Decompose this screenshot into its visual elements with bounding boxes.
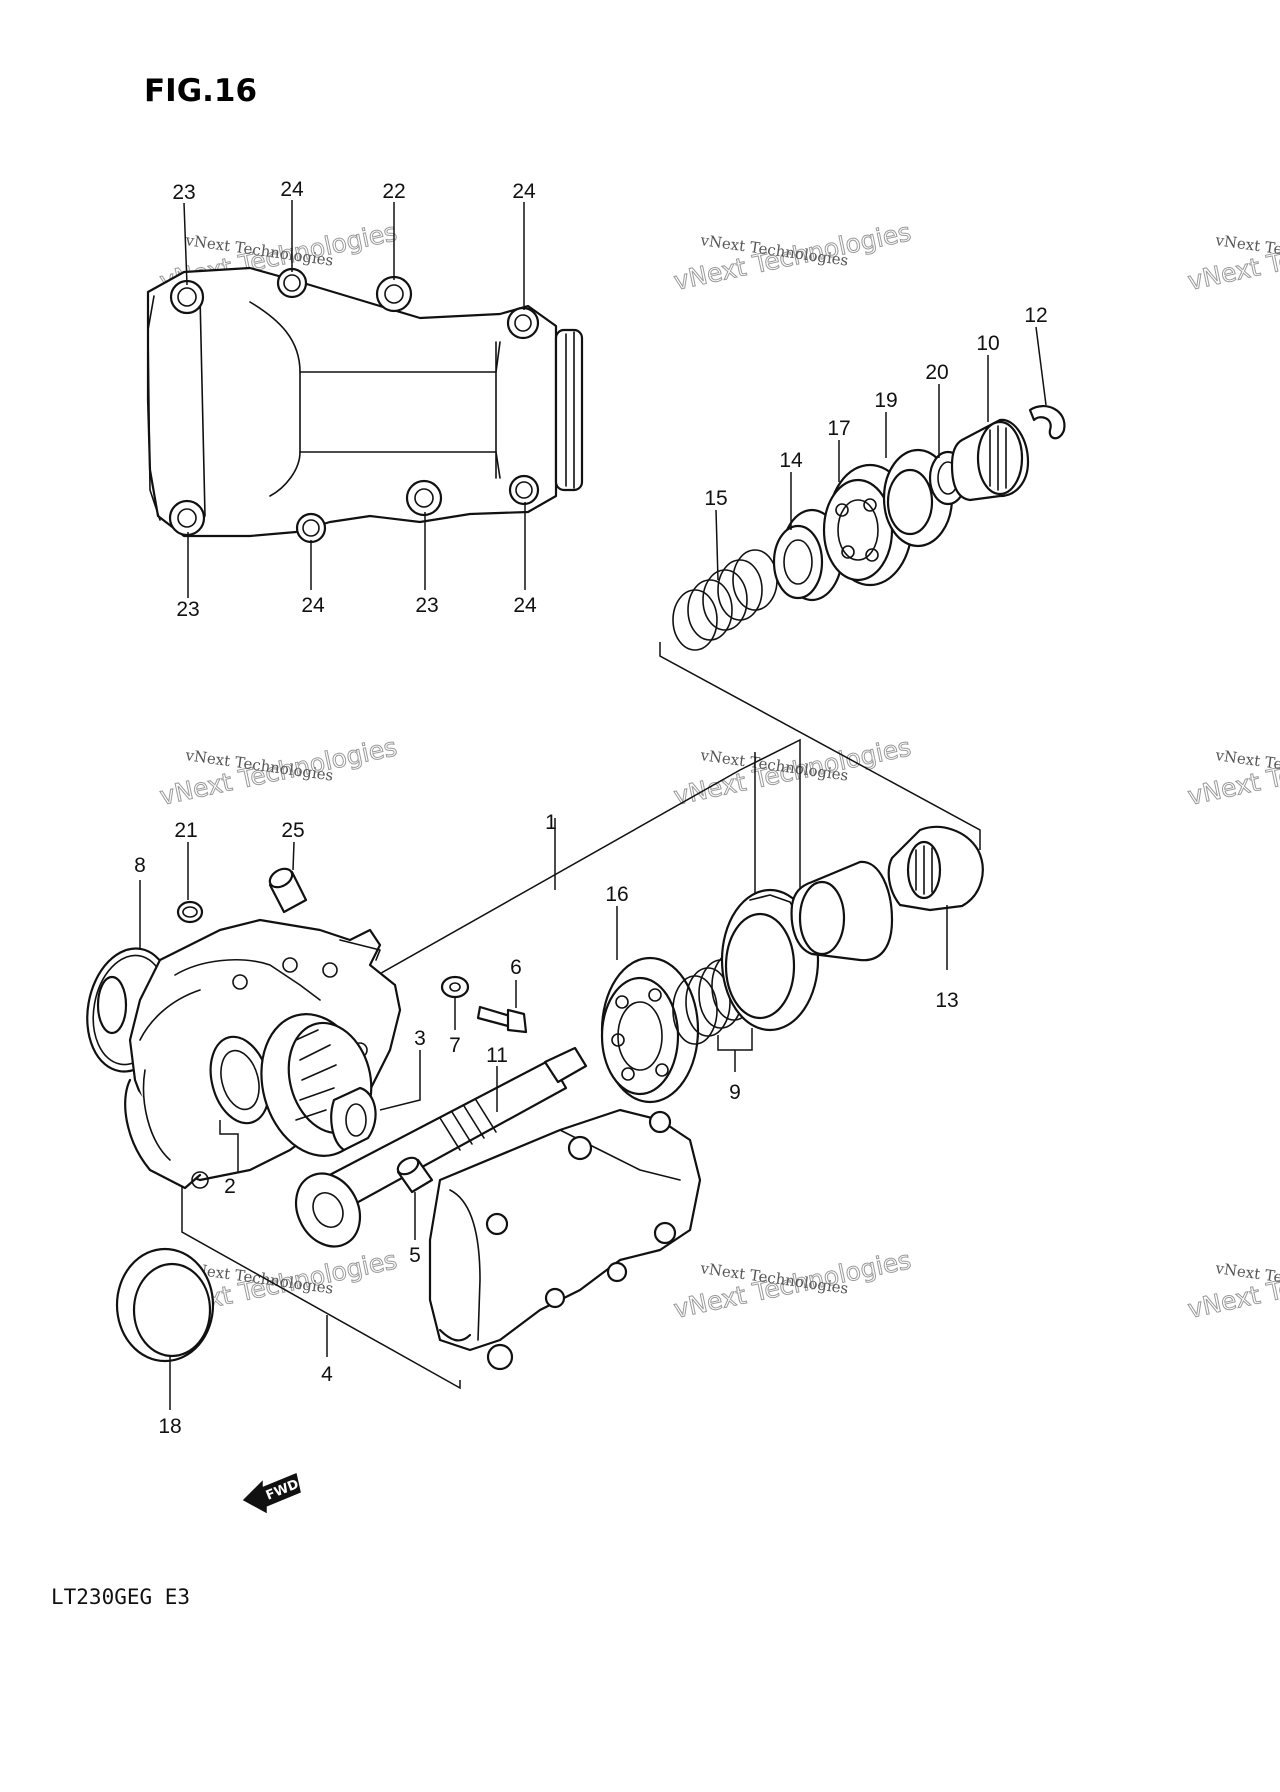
forward-direction-arrow: FWD bbox=[242, 1472, 301, 1514]
callout-14: 14 bbox=[779, 449, 803, 472]
o-ring-21 bbox=[176, 900, 204, 924]
washer-7 bbox=[440, 975, 470, 999]
callout-5: 5 bbox=[409, 1244, 421, 1267]
callout-8: 8 bbox=[134, 854, 146, 877]
sleeve-joint bbox=[790, 860, 894, 962]
watermark-logo-text: vNext Technologies bbox=[1185, 1245, 1280, 1324]
callout-9: 9 bbox=[729, 1081, 741, 1104]
callout-24: 24 bbox=[301, 594, 325, 617]
cover-leaders bbox=[183, 200, 526, 598]
leader-2 bbox=[219, 1120, 239, 1172]
watermark-middle-left: vNext Technologies vNext Technologies bbox=[157, 732, 400, 812]
callout-24: 24 bbox=[280, 178, 304, 201]
model-code: LT230GEG E3 bbox=[51, 1585, 190, 1609]
leader-25 bbox=[292, 841, 295, 871]
watermark-bottom-right: vNext Technologies vNext Technologies bbox=[1185, 1245, 1280, 1325]
callout-10: 10 bbox=[976, 332, 999, 355]
figure-title: FIG.16 bbox=[144, 73, 257, 109]
bearing-16 bbox=[600, 956, 700, 1104]
bolt-6 bbox=[476, 1005, 528, 1034]
callout-24: 24 bbox=[512, 180, 536, 203]
callout-2: 2 bbox=[224, 1175, 236, 1198]
spring-15 bbox=[672, 549, 778, 651]
callout-21: 21 bbox=[174, 819, 197, 842]
callout-15: 15 bbox=[704, 487, 727, 510]
callout-4: 4 bbox=[321, 1363, 333, 1386]
callout-7: 7 bbox=[449, 1034, 461, 1057]
watermark-top-right: vNext Technologies vNext Technologies bbox=[1185, 217, 1280, 297]
callout-18: 18 bbox=[158, 1415, 181, 1438]
housing-cover-plate bbox=[146, 266, 584, 544]
assembly-bracket-1 bbox=[329, 738, 801, 1003]
watermark-middle-right: vNext Technologies vNext Technologies bbox=[1185, 732, 1280, 812]
callout-22: 22 bbox=[382, 180, 405, 203]
upper-stack-leaders bbox=[659, 326, 1047, 850]
callout-23: 23 bbox=[415, 594, 438, 617]
dowel-pin-25 bbox=[268, 867, 308, 914]
callout-23: 23 bbox=[172, 181, 195, 204]
callout-6: 6 bbox=[510, 956, 522, 979]
joint-13 bbox=[887, 825, 984, 912]
callout-17: 17 bbox=[827, 417, 850, 440]
callout-24: 24 bbox=[513, 594, 537, 617]
callout-11: 11 bbox=[486, 1044, 508, 1067]
joint-10 bbox=[950, 418, 1030, 502]
leader-4-bracket bbox=[181, 1186, 461, 1390]
watermark-bottom-center: vNext Technologies vNext Technologies bbox=[671, 1245, 914, 1325]
circlip-12 bbox=[1028, 404, 1066, 440]
callout-3: 3 bbox=[414, 1027, 426, 1050]
callout-25: 25 bbox=[281, 819, 304, 842]
bevel-gear-3 bbox=[260, 1013, 377, 1157]
callout-12: 12 bbox=[1024, 304, 1047, 327]
watermark-logo-text: vNext Technologies bbox=[1185, 217, 1280, 296]
pin-5 bbox=[396, 1156, 434, 1194]
watermark-top-center: vNext Technologies vNext Technologies bbox=[671, 217, 914, 297]
final-drive-case-right bbox=[428, 1108, 702, 1371]
callout-13: 13 bbox=[935, 989, 958, 1012]
callout-23: 23 bbox=[176, 598, 199, 621]
leader-9-bracket bbox=[717, 1028, 753, 1051]
leader-3 bbox=[379, 1050, 421, 1111]
oil-seal-18 bbox=[115, 1247, 215, 1363]
drive-shaft-11 bbox=[294, 1046, 588, 1248]
callout-19: 19 bbox=[874, 389, 897, 412]
callout-1: 1 bbox=[545, 811, 557, 834]
callout-16: 16 bbox=[605, 883, 628, 906]
watermark-logo-text: vNext Technologies bbox=[1185, 732, 1280, 811]
callout-20: 20 bbox=[925, 361, 948, 384]
